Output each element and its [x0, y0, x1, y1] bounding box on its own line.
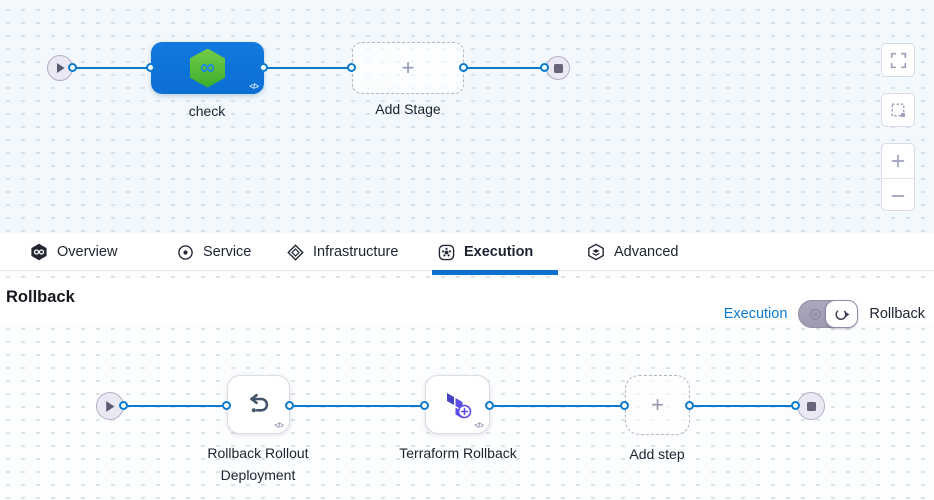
zoom-control-group [881, 143, 915, 211]
connector-line [464, 67, 545, 69]
execution-link[interactable]: Execution [723, 306, 788, 322]
connector-port[interactable] [285, 401, 294, 410]
step-node-terraform-rollback[interactable]: </> [425, 375, 490, 434]
yaml-code-icon: </> [274, 421, 284, 430]
play-icon [56, 63, 65, 73]
stage-canvas[interactable]: ∞ </> check + Add Stage [0, 0, 934, 233]
connector-port[interactable] [347, 63, 356, 72]
add-stage-button[interactable]: + [352, 42, 464, 94]
connector-line [290, 405, 425, 407]
stop-icon [553, 63, 563, 73]
connector-port[interactable] [791, 401, 800, 410]
zoom-out-icon [891, 194, 905, 197]
zoom-in-icon [891, 154, 905, 168]
diamond-layers-icon [287, 243, 304, 261]
zoom-in-button[interactable] [882, 144, 914, 178]
terraform-icon [446, 392, 471, 418]
step-label: Rollback Rollout Deployment [207, 445, 309, 484]
active-tab-indicator [432, 270, 558, 275]
rollback-toggle-icon [835, 308, 850, 320]
tab-execution[interactable]: Execution [438, 233, 533, 271]
connector-port[interactable] [146, 63, 155, 72]
connector-port[interactable] [459, 63, 468, 72]
stage-tabbar: Overview Service Infrastructure [0, 233, 934, 271]
tab-label: Service [203, 244, 252, 260]
harness-hexagon-icon [31, 243, 47, 261]
rollback-end-node[interactable] [797, 392, 825, 420]
tab-label: Overview [57, 244, 118, 260]
zoom-out-button[interactable] [882, 178, 914, 212]
stage-node-check[interactable]: ∞ </> [151, 42, 264, 94]
stage-label: check [188, 103, 226, 119]
tab-label: Infrastructure [313, 244, 399, 260]
connector-port[interactable] [259, 63, 268, 72]
infinity-glyph: ∞ [199, 55, 216, 79]
execution-toggle-icon [807, 306, 824, 328]
fullscreen-icon [890, 52, 906, 68]
rollback-header: Rollback Execution Rollback [0, 278, 934, 328]
connector-port[interactable] [620, 401, 629, 410]
add-step-label: Add step [629, 446, 685, 462]
add-step-button[interactable]: + [625, 375, 690, 435]
plus-icon: + [401, 55, 415, 80]
play-icon [106, 400, 115, 412]
yaml-code-icon: </> [249, 82, 259, 91]
rollback-arrow-icon [249, 393, 268, 412]
tab-overview[interactable]: Overview [30, 233, 117, 271]
connector-port[interactable] [485, 401, 494, 410]
add-stage-label: Add Stage [375, 101, 441, 117]
section-title: Rollback [6, 288, 75, 306]
connector-port[interactable] [222, 401, 231, 410]
connector-line [124, 405, 227, 407]
marquee-icon [891, 103, 905, 117]
connector-line [264, 67, 352, 69]
step-label: Terraform Rollback [399, 445, 517, 461]
plus-icon: + [651, 392, 664, 417]
fit-view-button[interactable] [881, 43, 915, 77]
tab-service[interactable]: Service [177, 233, 251, 271]
stop-icon [806, 401, 816, 411]
tab-label: Execution [464, 244, 534, 260]
pipeline-end-node[interactable] [546, 56, 570, 80]
connector-port[interactable] [119, 401, 128, 410]
rollback-toggle-label: Rollback [869, 306, 925, 322]
hexagon-layers-icon [588, 243, 604, 261]
tab-infrastructure[interactable]: Infrastructure [287, 233, 398, 271]
tab-label: Advanced [614, 244, 679, 260]
marquee-select-button[interactable] [881, 93, 915, 127]
harness-cd-icon: ∞ [190, 48, 225, 88]
connector-line [690, 405, 796, 407]
execution-rollback-switch-group: Execution Rollback [724, 300, 925, 328]
connector-port[interactable] [540, 63, 549, 72]
connector-port[interactable] [420, 401, 429, 410]
connector-port[interactable] [68, 63, 77, 72]
tab-advanced[interactable]: Advanced [587, 233, 679, 271]
target-icon [178, 244, 193, 260]
execution-rollback-toggle[interactable] [798, 300, 859, 328]
connector-port[interactable] [685, 401, 694, 410]
toggle-knob [825, 300, 859, 328]
connector-line [73, 67, 151, 69]
yaml-code-icon: </> [474, 421, 484, 430]
gear-square-icon [438, 244, 455, 260]
step-node-rollback-rollout[interactable]: </> [227, 375, 290, 434]
connector-line [490, 405, 625, 407]
